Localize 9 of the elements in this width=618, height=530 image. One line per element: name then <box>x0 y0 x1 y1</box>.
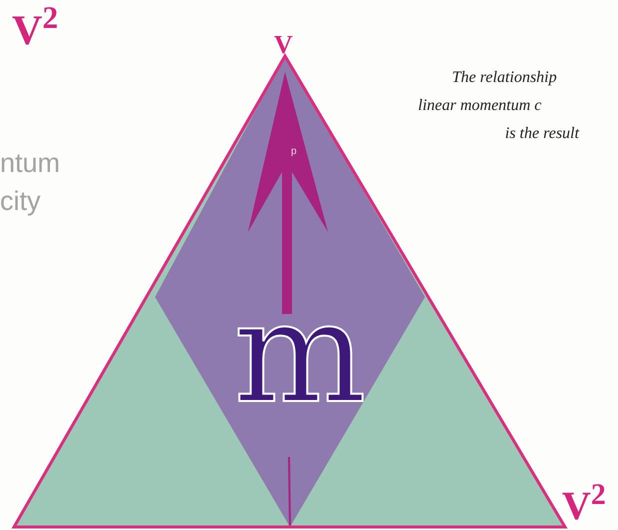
symbol-text: p <box>291 147 297 157</box>
vertex-label: V$^{2}$ <box>562 486 606 526</box>
vertex-label: V <box>274 32 293 58</box>
caption-line: The relationship <box>452 68 557 88</box>
symbol-text: m <box>232 284 368 424</box>
label-text: ntum <box>0 150 60 177</box>
caption-line: is the result <box>505 124 580 144</box>
caption-line: linear momentum c <box>418 96 542 116</box>
label-text: city <box>0 188 40 215</box>
